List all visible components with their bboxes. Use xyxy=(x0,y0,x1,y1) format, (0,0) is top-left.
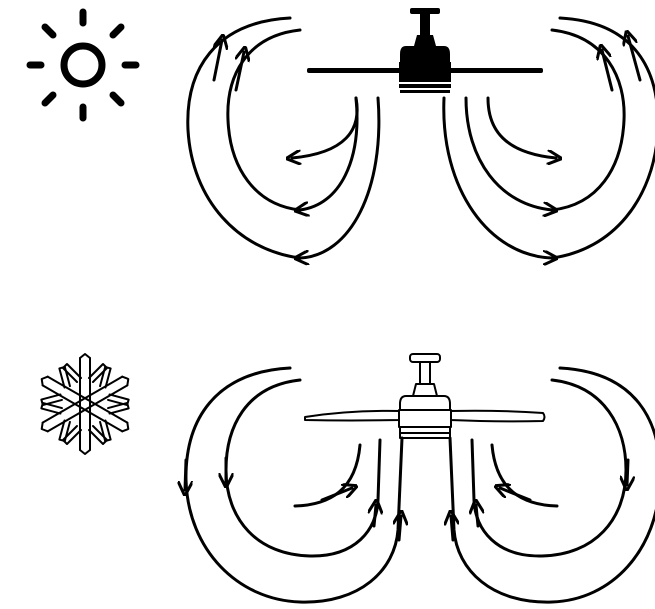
summer-panel xyxy=(30,8,655,258)
winter-panel xyxy=(31,354,655,602)
sun-icon xyxy=(30,12,136,118)
ceiling-fan-outline xyxy=(305,354,545,438)
ceiling-fan-filled xyxy=(307,8,543,93)
snowflake-icon xyxy=(31,354,140,454)
